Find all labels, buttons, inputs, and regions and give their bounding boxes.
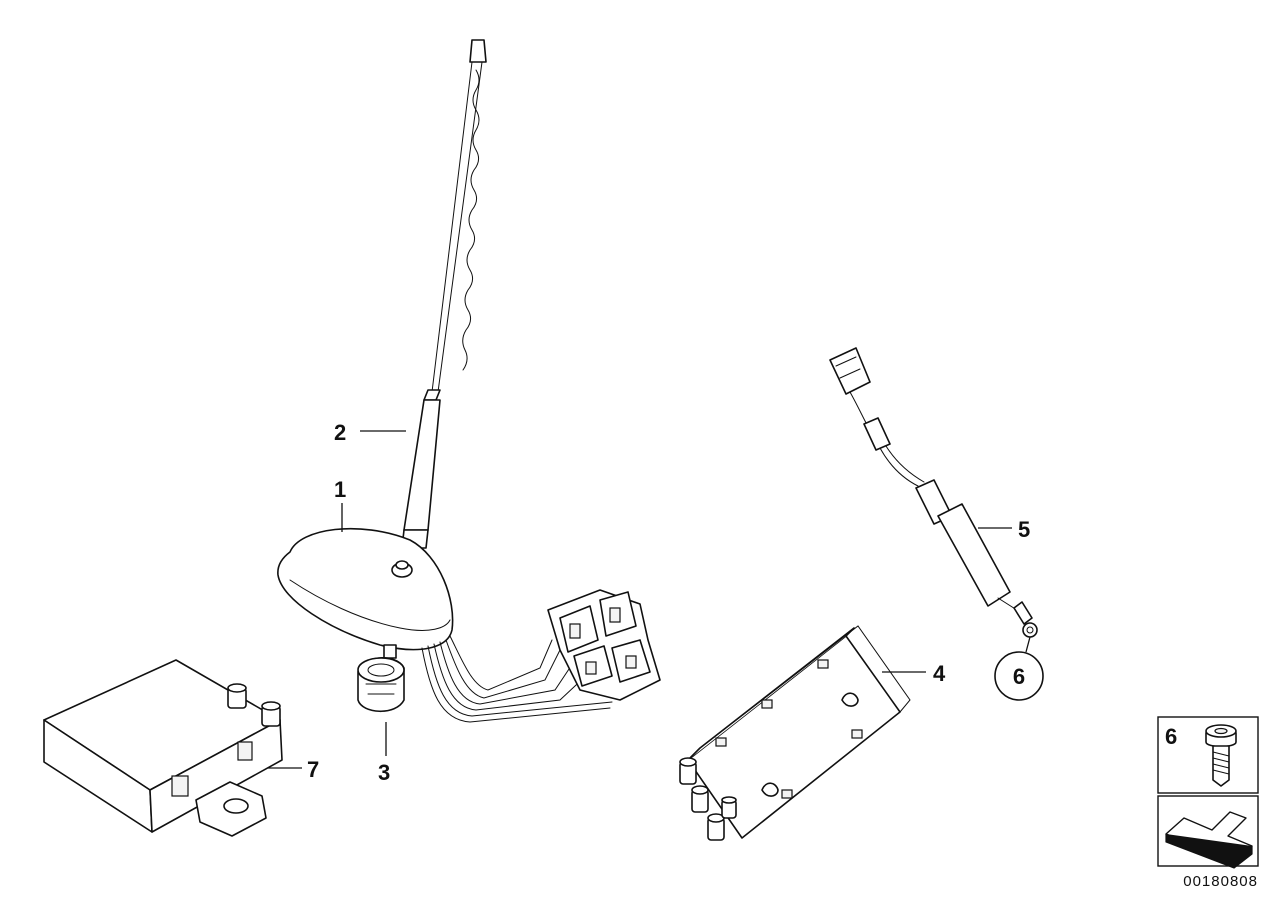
mounting-nut[interactable]	[357, 657, 405, 712]
legend-symbol-box	[1157, 795, 1259, 869]
document-number: 00180808	[1183, 873, 1258, 890]
callout-2[interactable]: 2	[334, 420, 346, 445]
control-module[interactable]	[43, 659, 283, 837]
bracket-symbol-icon	[1165, 811, 1253, 869]
callout-6: 6	[1013, 664, 1025, 689]
antenna-rod[interactable]	[401, 39, 487, 549]
callout-7[interactable]: 7	[307, 757, 319, 782]
callout-1[interactable]: 1	[334, 477, 346, 502]
callout-6-circled[interactable]: 6	[994, 651, 1044, 701]
connector-cluster	[547, 589, 661, 701]
roof-antenna-base[interactable]	[277, 527, 613, 723]
adapter-cable[interactable]	[829, 347, 1038, 638]
amplifier-connectors	[679, 757, 737, 841]
legend-screw-box: 6	[1157, 716, 1259, 794]
callout-5[interactable]: 5	[1018, 517, 1030, 542]
callout-3[interactable]: 3	[378, 760, 390, 785]
leader-6	[1025, 636, 1031, 653]
callout-4[interactable]: 4	[933, 661, 946, 686]
antenna-amplifier[interactable]	[679, 625, 911, 841]
screw-icon	[1205, 724, 1237, 787]
legend-screw-label: 6	[1165, 724, 1177, 749]
